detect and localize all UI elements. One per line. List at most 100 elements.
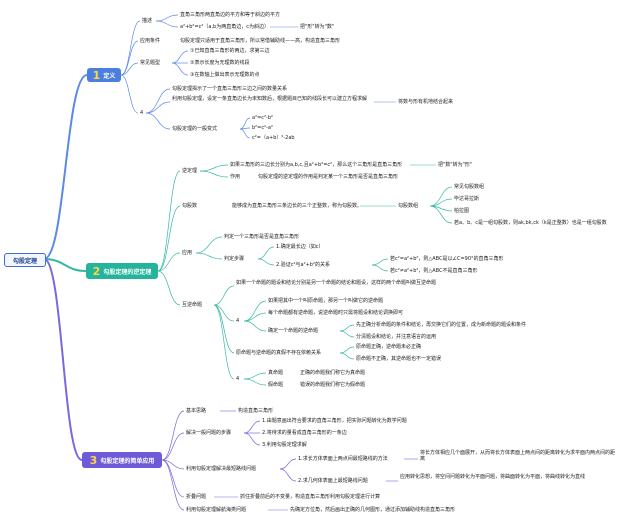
- connector-line: [339, 346, 355, 354]
- list-item[interactable]: ①已知直角三角形的两边，求第三边: [190, 48, 270, 54]
- node-variants[interactable]: 勾股定理的一般变式: [172, 126, 218, 132]
- node-judge-steps[interactable]: 判定步骤: [224, 256, 245, 262]
- connector-line: [429, 205, 453, 224]
- node-basic-idea-text[interactable]: 构造直角三角形: [238, 408, 274, 414]
- connector-line: [243, 378, 267, 386]
- node-shortest-2-text[interactable]: 应用转化思想，将空间问题转化为平面问题，将曲面转化为平面，将曲线转化为直线: [400, 474, 586, 480]
- node-prop-four[interactable]: 4: [236, 376, 240, 382]
- connector-line: [371, 264, 389, 272]
- node-four-use[interactable]: 利用勾股定理，设定一条直角边长为未知数后，根据题目已知的线段长可以建立方程求解: [172, 96, 368, 102]
- connector-line: [145, 101, 171, 114]
- step-item[interactable]: 2.将待求的量看成直角三角形的一条边: [262, 430, 347, 436]
- node-description[interactable]: 描述: [142, 18, 153, 24]
- node-shortest-1-text[interactable]: 将长方体相应几个面展开，从而将长方体表面上两点间的距离转化为求平面内两点间的距离: [420, 450, 616, 462]
- list-item[interactable]: ②表示长度为无理数的线段: [190, 60, 250, 66]
- connector-line: [243, 372, 267, 380]
- step-item[interactable]: 1.由题意画出符合要求的直角三角形，把实际问题转化为数学问题: [262, 418, 407, 424]
- node-apply-condition-text[interactable]: 勾股定理只适用于直角三角形，所以常借辅助线——高，构造直角三角形: [180, 38, 341, 44]
- node-formula-hint[interactable]: 把"形"转为"数": [300, 24, 335, 30]
- inverse-subitem[interactable]: 分清题设和结论，并注意语言的运用: [356, 334, 437, 340]
- array-item[interactable]: 常见勾股数组: [454, 184, 485, 190]
- node-inverse-def[interactable]: 如果一个命题的题设和结论分别是另一个命题的结论和题设，这样的两个命题叫做互逆命题: [236, 280, 437, 286]
- node-description-text[interactable]: 直角三角形两直角边的平方和等于斜边的平方: [180, 12, 281, 18]
- node-step-2b[interactable]: 若c²≠a²+b²，则△ABC不是直角三角形: [390, 268, 478, 274]
- node-number-arrays[interactable]: 勾股数组: [398, 203, 419, 209]
- node-apply-condition[interactable]: 应用条件: [140, 38, 161, 44]
- inverse-subitem[interactable]: 先正确分析命题的条件和结论，再交换它们的位置，成为新命题的题设和条件: [356, 322, 527, 328]
- node-effect-text[interactable]: 勾股定理的逆定理的作用是判定某一个三角形是否是直角三角形: [258, 174, 399, 180]
- connector-line: [155, 20, 179, 28]
- array-item[interactable]: 毕达哥拉斯: [454, 196, 480, 202]
- node-converse[interactable]: 逆定理: [182, 168, 198, 174]
- connector-line: [120, 20, 141, 76]
- node-four[interactable]: 4: [140, 110, 144, 116]
- node-effect[interactable]: 作用: [230, 174, 241, 180]
- node-step-2[interactable]: 2.验证c²与a²+b²的关系: [276, 262, 330, 268]
- connector-line: [243, 432, 261, 446]
- node-pythagorean-numbers[interactable]: 勾股数: [182, 203, 198, 209]
- variant-item[interactable]: a²=c²-b²: [252, 115, 273, 121]
- node-false-prop-text[interactable]: 错误的命题我们称它为假命题: [300, 382, 366, 388]
- node-common-types[interactable]: 常见题型: [140, 60, 161, 66]
- connector-line: [257, 246, 275, 260]
- topic-label: 勾股定理的简单应用: [100, 457, 155, 465]
- connector-line: [213, 304, 235, 322]
- connector-line: [243, 420, 261, 434]
- connector-line: [145, 88, 171, 114]
- node-step-2a[interactable]: 若c²=a²+b²，则△ABC是以∠C=90°的直角三角形: [390, 256, 504, 262]
- root-topic[interactable]: 勾股定理: [4, 253, 46, 267]
- node-shortest-path[interactable]: 利用勾股定理解决最短路线问题: [186, 466, 257, 472]
- topic-number: 3: [89, 453, 98, 467]
- node-four-hint[interactable]: 将数与形有机地结合起来: [398, 99, 454, 105]
- node-converse-text[interactable]: 如果三角形的三边长分别为a,b,c,且a²+b²=c²，那么这个三角形是直角三角…: [230, 162, 403, 168]
- variant-item[interactable]: b²=c²-a²: [252, 125, 273, 131]
- step-item[interactable]: 3.利用勾股定理求解: [262, 442, 307, 448]
- node-app-judge[interactable]: 判定一个三角形是否是直角三角形: [224, 234, 300, 240]
- node-shortest-1[interactable]: 1.求长方体表面上两点间最短路线的方法: [298, 456, 388, 462]
- node-numbers-text[interactable]: 能够成为直角三角形三条边长的三个正整数，称为勾股数。: [232, 203, 363, 209]
- node-application[interactable]: 应用: [182, 250, 193, 256]
- connector-line: [239, 117, 251, 130]
- node-navigation[interactable]: 利用勾股定理解航海类问题: [186, 507, 247, 513]
- node-general-steps[interactable]: 解决一般问题的步骤: [186, 430, 232, 436]
- inverse-item[interactable]: 每个命题都有逆命题，说逆命题时只需将题设和结论调换即可: [268, 310, 404, 316]
- connector-line: [239, 128, 251, 139]
- node-step-1[interactable]: 1.确定最长边（如c）: [276, 244, 324, 250]
- connector-line: [213, 285, 235, 306]
- node-inverse-four[interactable]: 4: [236, 318, 240, 324]
- topic-number: 2: [92, 264, 101, 278]
- node-true-prop-text[interactable]: 正确的命题我们称它为真命题: [300, 370, 366, 376]
- node-folding-text[interactable]: 抓住折叠前后的不变量，构造直角三角形利用勾股定理进行计算: [240, 494, 381, 500]
- node-true-prop[interactable]: 真命题: [268, 370, 284, 376]
- array-item[interactable]: 若a、b、c是一组勾股数，则ak,bk,ck（k是正整数）也是一组勾股数: [454, 220, 607, 226]
- node-folding[interactable]: 折叠问题: [186, 494, 207, 500]
- array-item[interactable]: 柏拉图: [454, 208, 470, 214]
- topic-label: 定义: [103, 72, 116, 80]
- connector-line: [161, 410, 185, 461]
- variant-item[interactable]: c²=（a+b）²-2ab: [252, 135, 295, 141]
- topic-simple-application[interactable]: 3 勾股定理的简单应用: [82, 452, 162, 468]
- node-four-desc[interactable]: 勾股定理揭示了一个直角三角形三边之间的数量关系: [172, 86, 288, 92]
- node-basic-idea[interactable]: 基本思路: [186, 408, 207, 414]
- list-item[interactable]: ③在数轴上做出表示无理数的点: [190, 72, 260, 78]
- topic-definition[interactable]: 1 定义: [87, 68, 121, 82]
- truth-item[interactable]: 原命题不正确，其逆命题也不一定错误: [356, 356, 442, 362]
- connector-line: [161, 432, 185, 461]
- connector-line: [279, 458, 297, 470]
- node-converse-hint[interactable]: 把"数"转为"形": [438, 162, 473, 168]
- inverse-item[interactable]: 确定一个命题的逆命题: [268, 328, 319, 334]
- topic-converse-theorem[interactable]: 2 勾股定理的逆定理: [86, 263, 158, 279]
- truth-item[interactable]: 原命题正确，逆命题未必正确: [356, 344, 422, 350]
- node-navigation-text[interactable]: 先确定方位角，然后画出正确的几何图形，通过添加辅助线构造直角三角形: [290, 507, 456, 513]
- node-truth-relation[interactable]: 原命题与逆命题的真假不存在依赖关系: [236, 350, 322, 356]
- connector-line: [371, 258, 389, 266]
- node-inverse-propositions[interactable]: 互逆命题: [182, 302, 203, 308]
- node-formula[interactable]: a²+b²=c²（a,b为两直角边，c为斜边）: [180, 24, 269, 30]
- connector-line: [195, 252, 223, 260]
- inverse-item[interactable]: 如果把其中一个叫原命题，那另一个叫做它的逆命题: [268, 298, 384, 304]
- node-false-prop[interactable]: 假命题: [268, 382, 284, 388]
- node-shortest-2[interactable]: 2.求几何体表面上最短路线问题: [298, 478, 368, 484]
- connector-line: [171, 50, 189, 64]
